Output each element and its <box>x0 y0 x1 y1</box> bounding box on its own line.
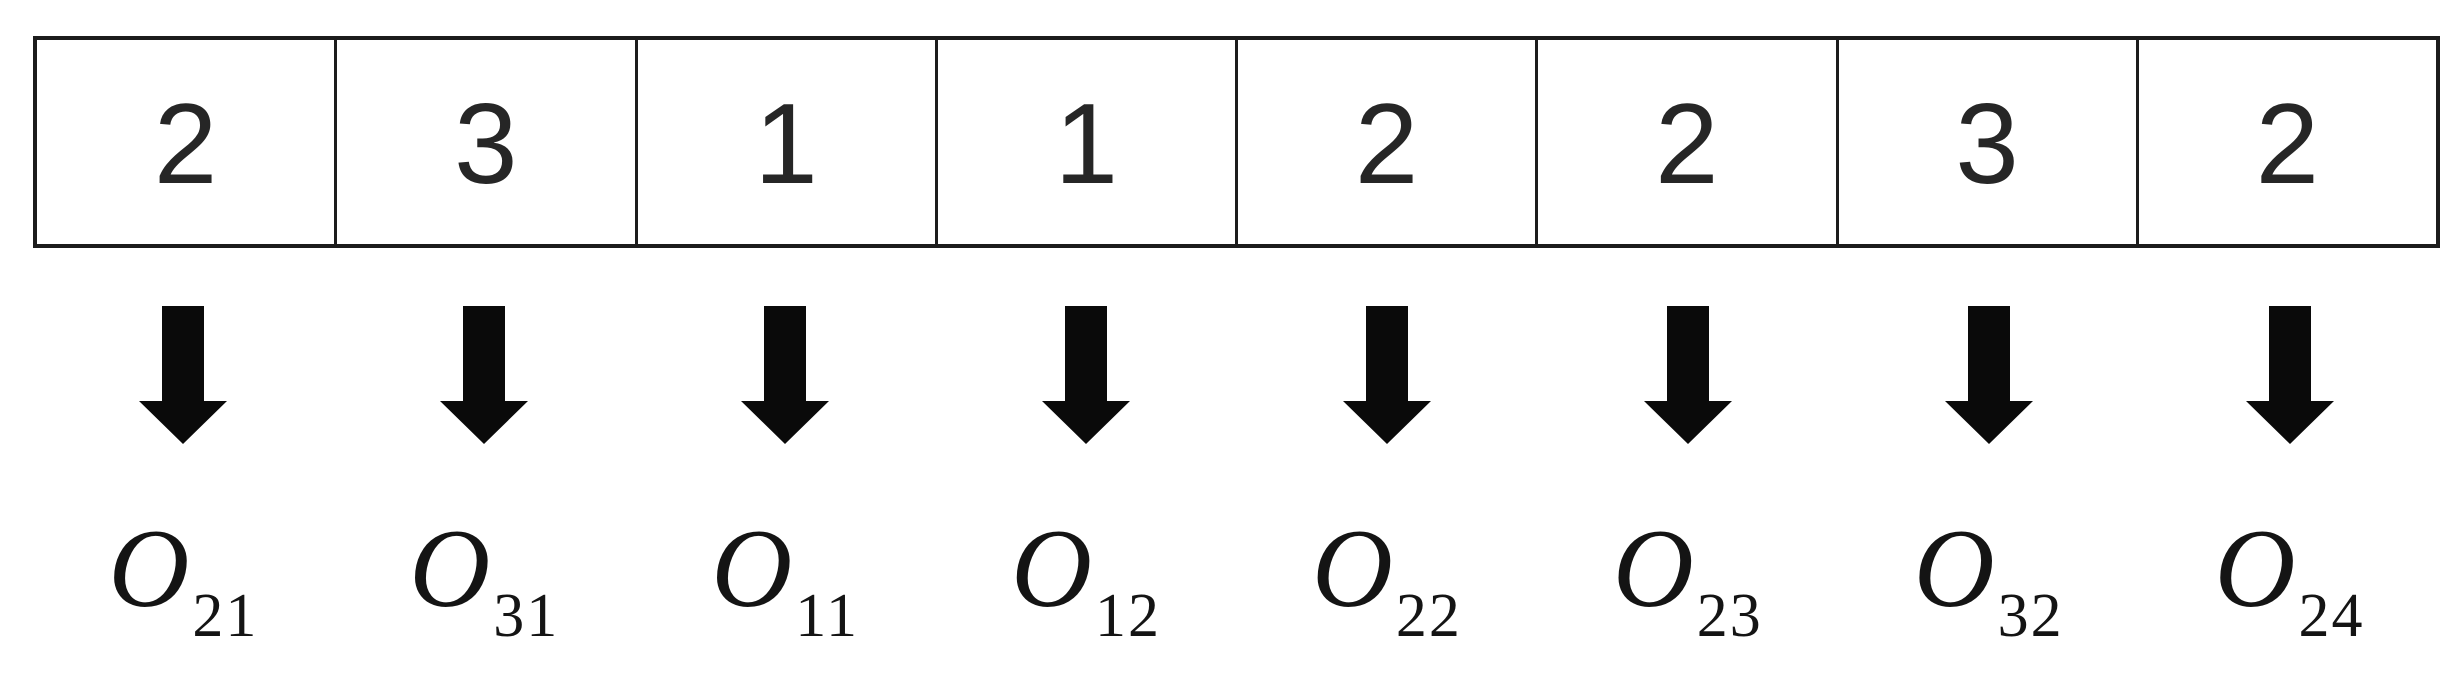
array-cell: 2 <box>1238 40 1539 244</box>
operation-label: O21 <box>108 507 259 650</box>
operation-symbol: O <box>711 507 793 631</box>
array-cell: 3 <box>1839 40 2139 244</box>
operation-symbol: O <box>409 507 491 631</box>
label-slot: O11 <box>635 507 936 682</box>
arrow-slot <box>2139 306 2440 446</box>
down-arrow-icon <box>1643 306 1732 444</box>
operation-subscript: 22 <box>1395 582 1462 650</box>
array-cell: 1 <box>638 40 938 244</box>
arrow-slot <box>936 306 1237 446</box>
down-arrow-icon <box>741 306 830 444</box>
operation-label: O31 <box>409 507 560 650</box>
down-arrow-icon <box>139 306 228 444</box>
encoding-array: 2 3 1 1 2 2 3 2 <box>33 36 2440 248</box>
operation-label: O22 <box>1311 507 1462 650</box>
operation-symbol: O <box>108 507 190 631</box>
array-cell: 2 <box>2255 81 2320 208</box>
operation-subscript: 24 <box>2298 582 2365 650</box>
operation-subscript: 12 <box>1095 582 1161 650</box>
down-arrow-icon <box>1042 306 1131 444</box>
operation-label: O24 <box>2214 507 2365 650</box>
arrow-slot <box>1537 306 1838 446</box>
operation-symbol: O <box>1311 507 1393 631</box>
arrow-slot <box>33 306 334 446</box>
operation-symbol: O <box>1612 507 1694 631</box>
label-slot: O32 <box>1838 507 2139 682</box>
operation-subscript: 31 <box>493 582 560 650</box>
mapping-arrows <box>33 306 2440 446</box>
label-slot: O21 <box>33 507 334 682</box>
operation-label: O12 <box>1011 507 1161 650</box>
operation-symbol: O <box>1011 507 1092 631</box>
arrow-slot <box>635 306 936 446</box>
arrow-slot <box>1838 306 2139 446</box>
array-cell: 2 <box>37 40 338 244</box>
label-slot: O31 <box>334 507 635 682</box>
operation-labels: O21 O31 O11 O12 O22 O23 O32 O24 <box>33 507 2440 682</box>
label-slot: O22 <box>1237 507 1538 682</box>
array-cell: 1 <box>938 40 1238 244</box>
down-arrow-icon <box>2245 306 2334 444</box>
operation-label: O11 <box>711 507 859 650</box>
operation-subscript: 21 <box>192 582 259 650</box>
down-arrow-icon <box>1342 306 1431 444</box>
arrow-slot <box>334 306 635 446</box>
operation-label: O23 <box>1612 507 1763 650</box>
operation-subscript: 23 <box>1696 582 1763 650</box>
operation-subscript: 32 <box>1997 582 2064 650</box>
label-slot: O24 <box>2139 507 2440 682</box>
array-cell: 3 <box>337 40 638 244</box>
down-arrow-icon <box>1944 306 2033 444</box>
down-arrow-icon <box>440 306 529 444</box>
operation-symbol: O <box>1913 507 1995 631</box>
label-slot: O12 <box>936 507 1237 682</box>
array-cell: 2 <box>1538 40 1839 244</box>
arrow-slot <box>1237 306 1538 446</box>
operation-symbol: O <box>2214 507 2296 631</box>
label-slot: O23 <box>1537 507 1838 682</box>
operation-label: O32 <box>1913 507 2064 650</box>
operation-subscript: 11 <box>795 582 859 650</box>
